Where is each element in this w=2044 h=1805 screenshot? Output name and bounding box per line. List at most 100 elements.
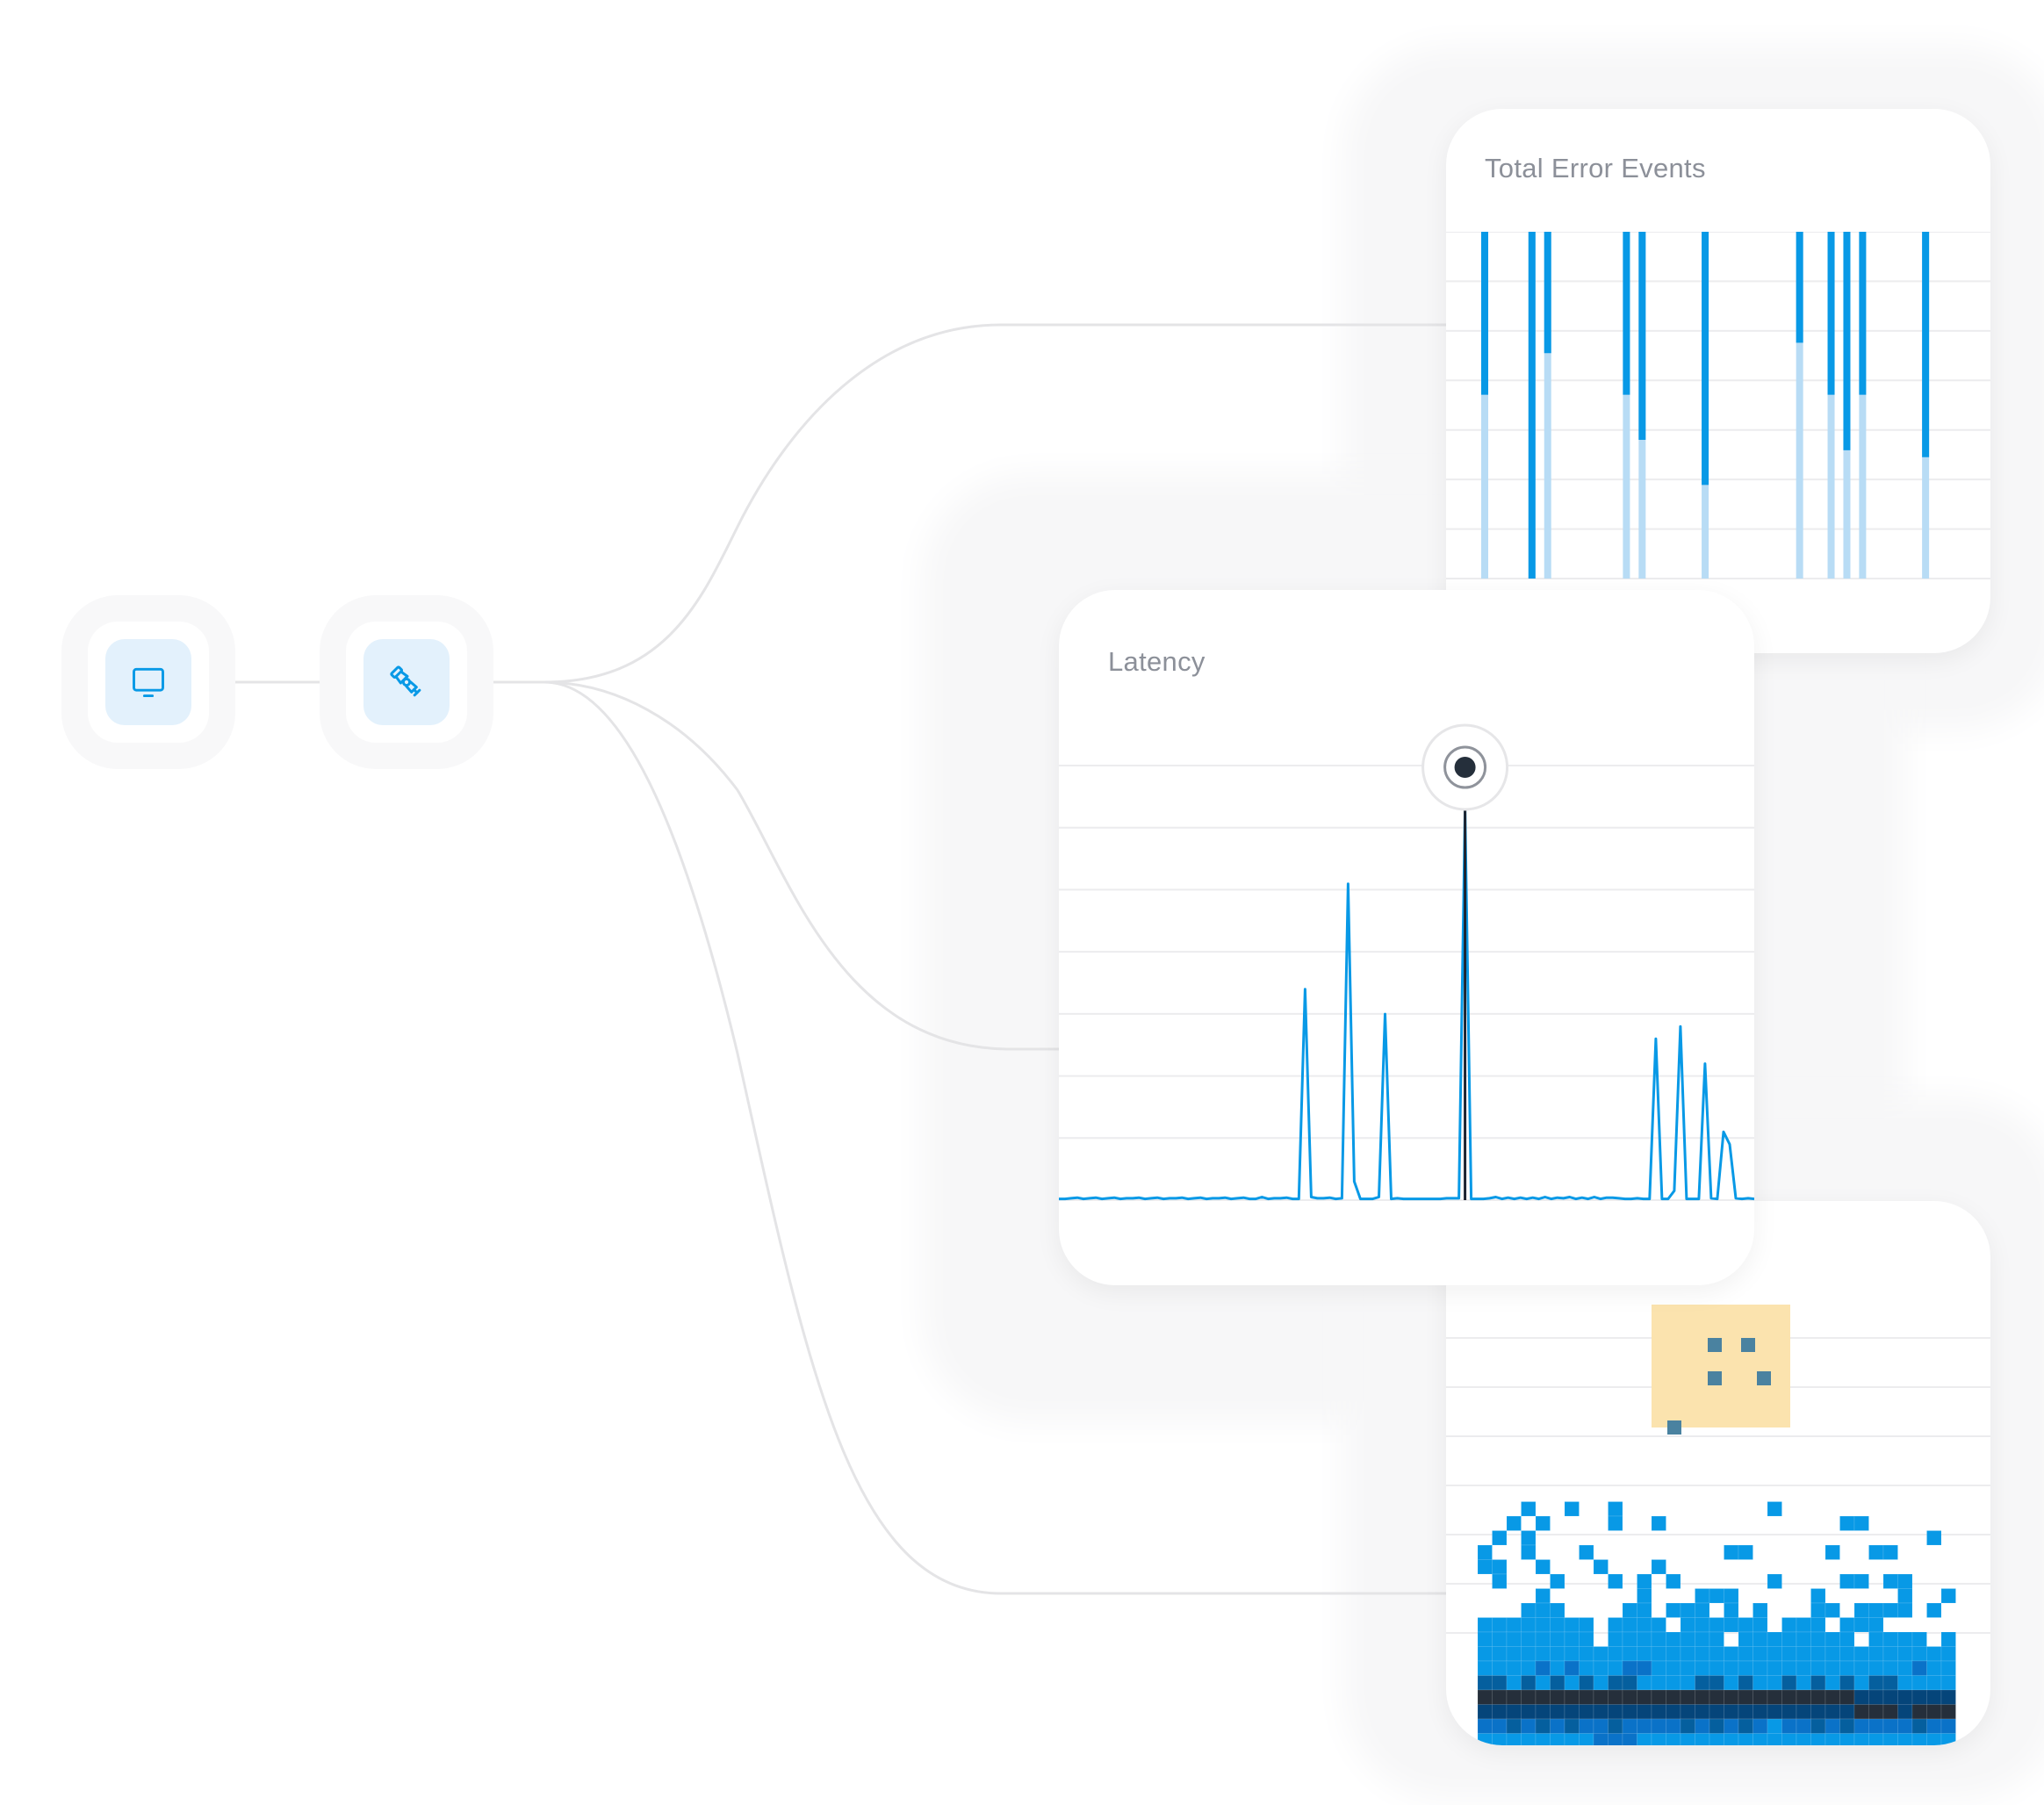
heatmap-cell	[1680, 1675, 1695, 1691]
heatmap-cell	[1724, 1588, 1739, 1604]
heatmap-cell	[1535, 1559, 1551, 1575]
heatmap-cell	[1926, 1704, 1942, 1720]
heatmap-card[interactable]	[1446, 1201, 1990, 1745]
heatmap-cell	[1550, 1718, 1565, 1734]
heatmap-cell	[1477, 1631, 1493, 1647]
heatmap-cell	[1897, 1573, 1913, 1589]
heatmap-cell	[1579, 1675, 1594, 1691]
heatmap-cell	[1767, 1689, 1782, 1705]
heatmap-cell	[1477, 1646, 1493, 1662]
heatmap-cell	[1738, 1617, 1753, 1633]
heatmap-cell	[1824, 1675, 1840, 1691]
heatmap-cell	[1492, 1530, 1508, 1546]
heatmap-cell	[1868, 1733, 1884, 1745]
heatmap-cell	[1709, 1646, 1724, 1662]
heatmap-cell	[1897, 1689, 1913, 1705]
heatmap-cell	[1839, 1617, 1855, 1633]
heatmap-cell	[1824, 1646, 1840, 1662]
heatmap-cell	[1868, 1718, 1884, 1734]
heatmap-cell	[1564, 1689, 1580, 1705]
heatmap-cell	[1868, 1704, 1884, 1720]
heatmap-cell	[1695, 1646, 1710, 1662]
monitor-node[interactable]	[88, 622, 209, 743]
heatmap-cell	[1911, 1704, 1927, 1720]
heatmap-cell	[1550, 1646, 1565, 1662]
heatmap-cell	[1680, 1733, 1695, 1745]
heatmap-cell	[1767, 1660, 1782, 1676]
heatmap-cell	[1796, 1631, 1811, 1647]
heatmap-cell	[1882, 1544, 1898, 1560]
heatmap-cell	[1593, 1689, 1609, 1705]
heatmap-cell	[1897, 1588, 1913, 1604]
heatmap-cell	[1550, 1733, 1565, 1745]
heatmap-cell	[1651, 1631, 1666, 1647]
heatmap-cell	[1767, 1718, 1782, 1734]
heatmap-cell	[1926, 1602, 1942, 1618]
heatmap-cell	[1781, 1646, 1797, 1662]
heatmap-cell	[1940, 1588, 1956, 1604]
heatmap-cell	[1637, 1588, 1652, 1604]
heatmap-cell	[1680, 1660, 1695, 1676]
heatmap-cell	[1651, 1660, 1666, 1676]
heatmap-cell	[1550, 1660, 1565, 1676]
heatmap-cell	[1680, 1689, 1695, 1705]
heatmap-cell	[1882, 1675, 1898, 1691]
heatmap-cell	[1796, 1733, 1811, 1745]
heatmap-cell	[1637, 1602, 1652, 1618]
heatmap-cell	[1724, 1602, 1739, 1618]
heatmap-cell	[1579, 1617, 1594, 1633]
heatmap-cell	[1753, 1631, 1768, 1647]
heatmap-cell	[1521, 1631, 1537, 1647]
heatmap-cell	[1796, 1646, 1811, 1662]
heatmap-cell	[1839, 1718, 1855, 1734]
latency-line	[1059, 808, 1754, 1201]
heatmap-cell	[1666, 1631, 1681, 1647]
heatmap-cell	[1709, 1733, 1724, 1745]
heatmap-cell	[1622, 1718, 1637, 1734]
latency-card[interactable]: Latency	[1059, 590, 1754, 1285]
heatmap-chart	[1446, 1305, 1990, 1745]
heatmap-cell	[1564, 1704, 1580, 1720]
error-events-card[interactable]: Total Error Events	[1446, 109, 1990, 653]
heatmap-cell	[1940, 1733, 1956, 1745]
heatmap-cell	[1810, 1733, 1826, 1745]
heatmap-cell	[1666, 1602, 1681, 1618]
heatmap-cell	[1781, 1689, 1797, 1705]
heatmap-cell	[1608, 1718, 1623, 1734]
heatmap-cell	[1506, 1646, 1522, 1662]
heatmap-cell	[1753, 1646, 1768, 1662]
error-bar-total	[1544, 232, 1551, 579]
heatmap-cell	[1781, 1718, 1797, 1734]
heatmap-cell	[1882, 1602, 1898, 1618]
heatmap-cell	[1853, 1660, 1869, 1676]
heatmap-cell	[1824, 1602, 1840, 1618]
error-bar-segment	[1922, 232, 1930, 457]
heatmap-cell	[1637, 1689, 1652, 1705]
heatmap-cell	[1608, 1733, 1623, 1745]
heatmap-cell	[1564, 1646, 1580, 1662]
error-bar-total	[1481, 232, 1488, 579]
heatmap-cell	[1810, 1617, 1826, 1633]
heatmap-cell	[1824, 1544, 1840, 1560]
heatmap-cell	[1724, 1646, 1739, 1662]
heatmap-cell	[1593, 1704, 1609, 1720]
heatmap-cell	[1926, 1530, 1942, 1546]
heatmap-cell	[1709, 1617, 1724, 1633]
heatmap-cell	[1477, 1733, 1493, 1745]
heatmap-cell	[1868, 1675, 1884, 1691]
heatmap-cell	[1853, 1646, 1869, 1662]
heatmap-cell	[1477, 1544, 1493, 1560]
heatmap-cell	[1622, 1675, 1637, 1691]
error-bar-segment	[1796, 232, 1803, 343]
heatmap-cell	[1564, 1631, 1580, 1647]
error-bar-total	[1827, 232, 1835, 579]
heatmap-highlight-region[interactable]	[1652, 1305, 1790, 1427]
heatmap-cell	[1868, 1602, 1884, 1618]
heatmap-cell	[1535, 1588, 1551, 1604]
heatmap-cell	[1940, 1631, 1956, 1647]
heatmap-cell	[1579, 1704, 1594, 1720]
heatmap-cell	[1810, 1675, 1826, 1691]
heatmap-cell	[1637, 1646, 1652, 1662]
heatmap-cell	[1651, 1689, 1666, 1705]
telescope-node[interactable]	[346, 622, 467, 743]
